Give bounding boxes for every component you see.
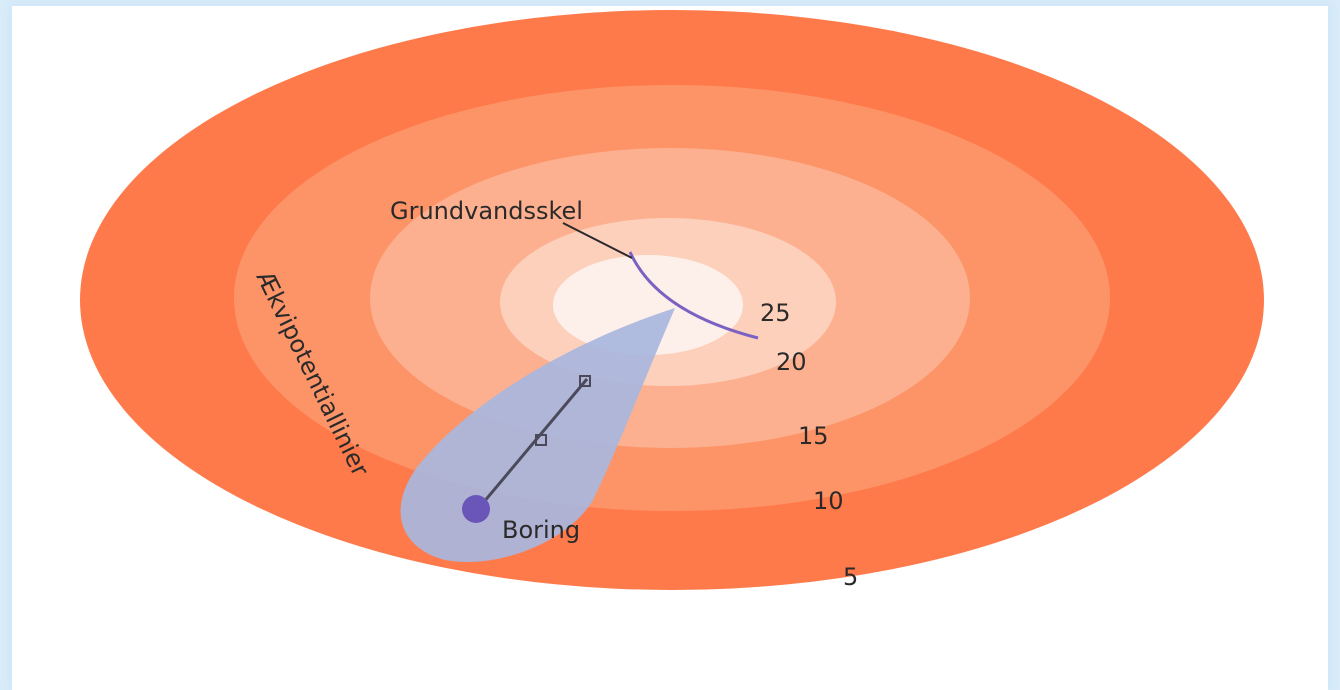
divide-leader-line	[562, 222, 633, 259]
groundwater-divide-line	[628, 251, 759, 340]
contour-label-20: 20	[776, 348, 807, 376]
well-label: Boring	[502, 516, 580, 544]
contour-label-25: 25	[760, 299, 791, 327]
contour-label-10: 10	[813, 487, 844, 515]
well-pipe-icon	[476, 375, 591, 510]
divide-label: Grundvandsskel	[390, 197, 583, 225]
ring-25	[553, 255, 743, 355]
well-dot-icon	[462, 495, 490, 523]
contour-label-15: 15	[798, 422, 829, 450]
contour-label-5: 5	[843, 563, 858, 591]
